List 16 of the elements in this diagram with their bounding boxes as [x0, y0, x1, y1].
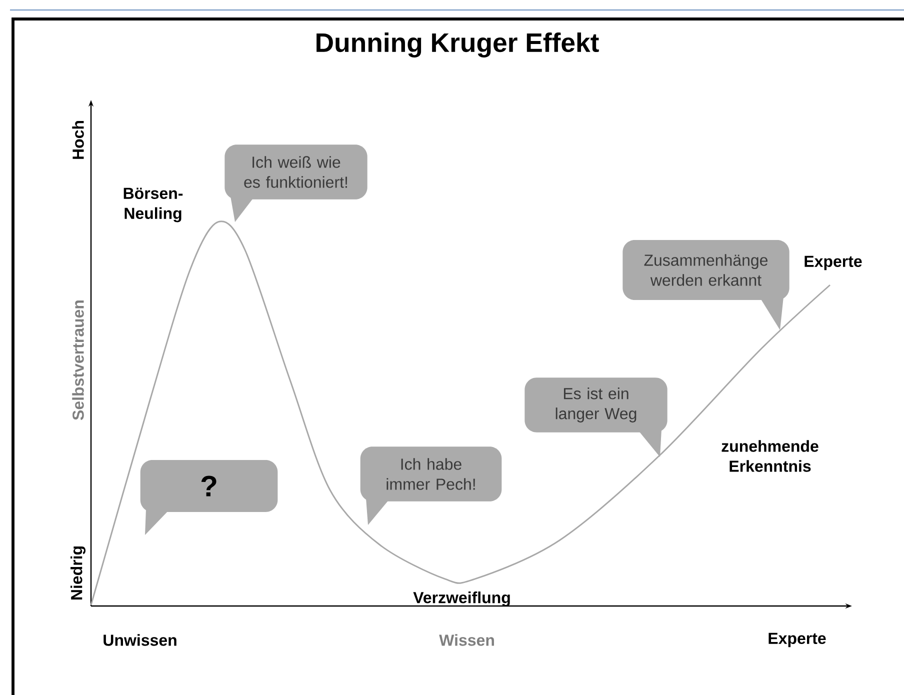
- axis-label: Wissen: [439, 634, 494, 646]
- speech-bubble: Es ist ein langer Weg: [524, 378, 668, 457]
- speech-bubble: ?: [140, 460, 278, 535]
- axis-label: Experte: [768, 632, 826, 648]
- speech-bubble: Ich habe immer Pech!: [360, 446, 502, 525]
- axis-label: Unwissen: [104, 634, 176, 646]
- title: Dunning Kruger Effekt: [316, 32, 599, 58]
- axis-label: Niedrig: [70, 546, 86, 600]
- axis-label: Verzweiflung: [413, 592, 510, 606]
- axis-label: Börsen-Neuling: [124, 188, 183, 222]
- speech-bubble: Ich weiß wie es funktioniert!: [224, 144, 368, 222]
- axis-label: Hoch: [72, 121, 84, 159]
- speech-bubble: Zusammenhänge werden erkannt: [622, 240, 790, 330]
- axis-label: Experte: [804, 256, 862, 270]
- axis-label: Selbstvertrauen: [72, 300, 84, 420]
- axis-label: zunehmende Erkenntnis: [722, 440, 818, 472]
